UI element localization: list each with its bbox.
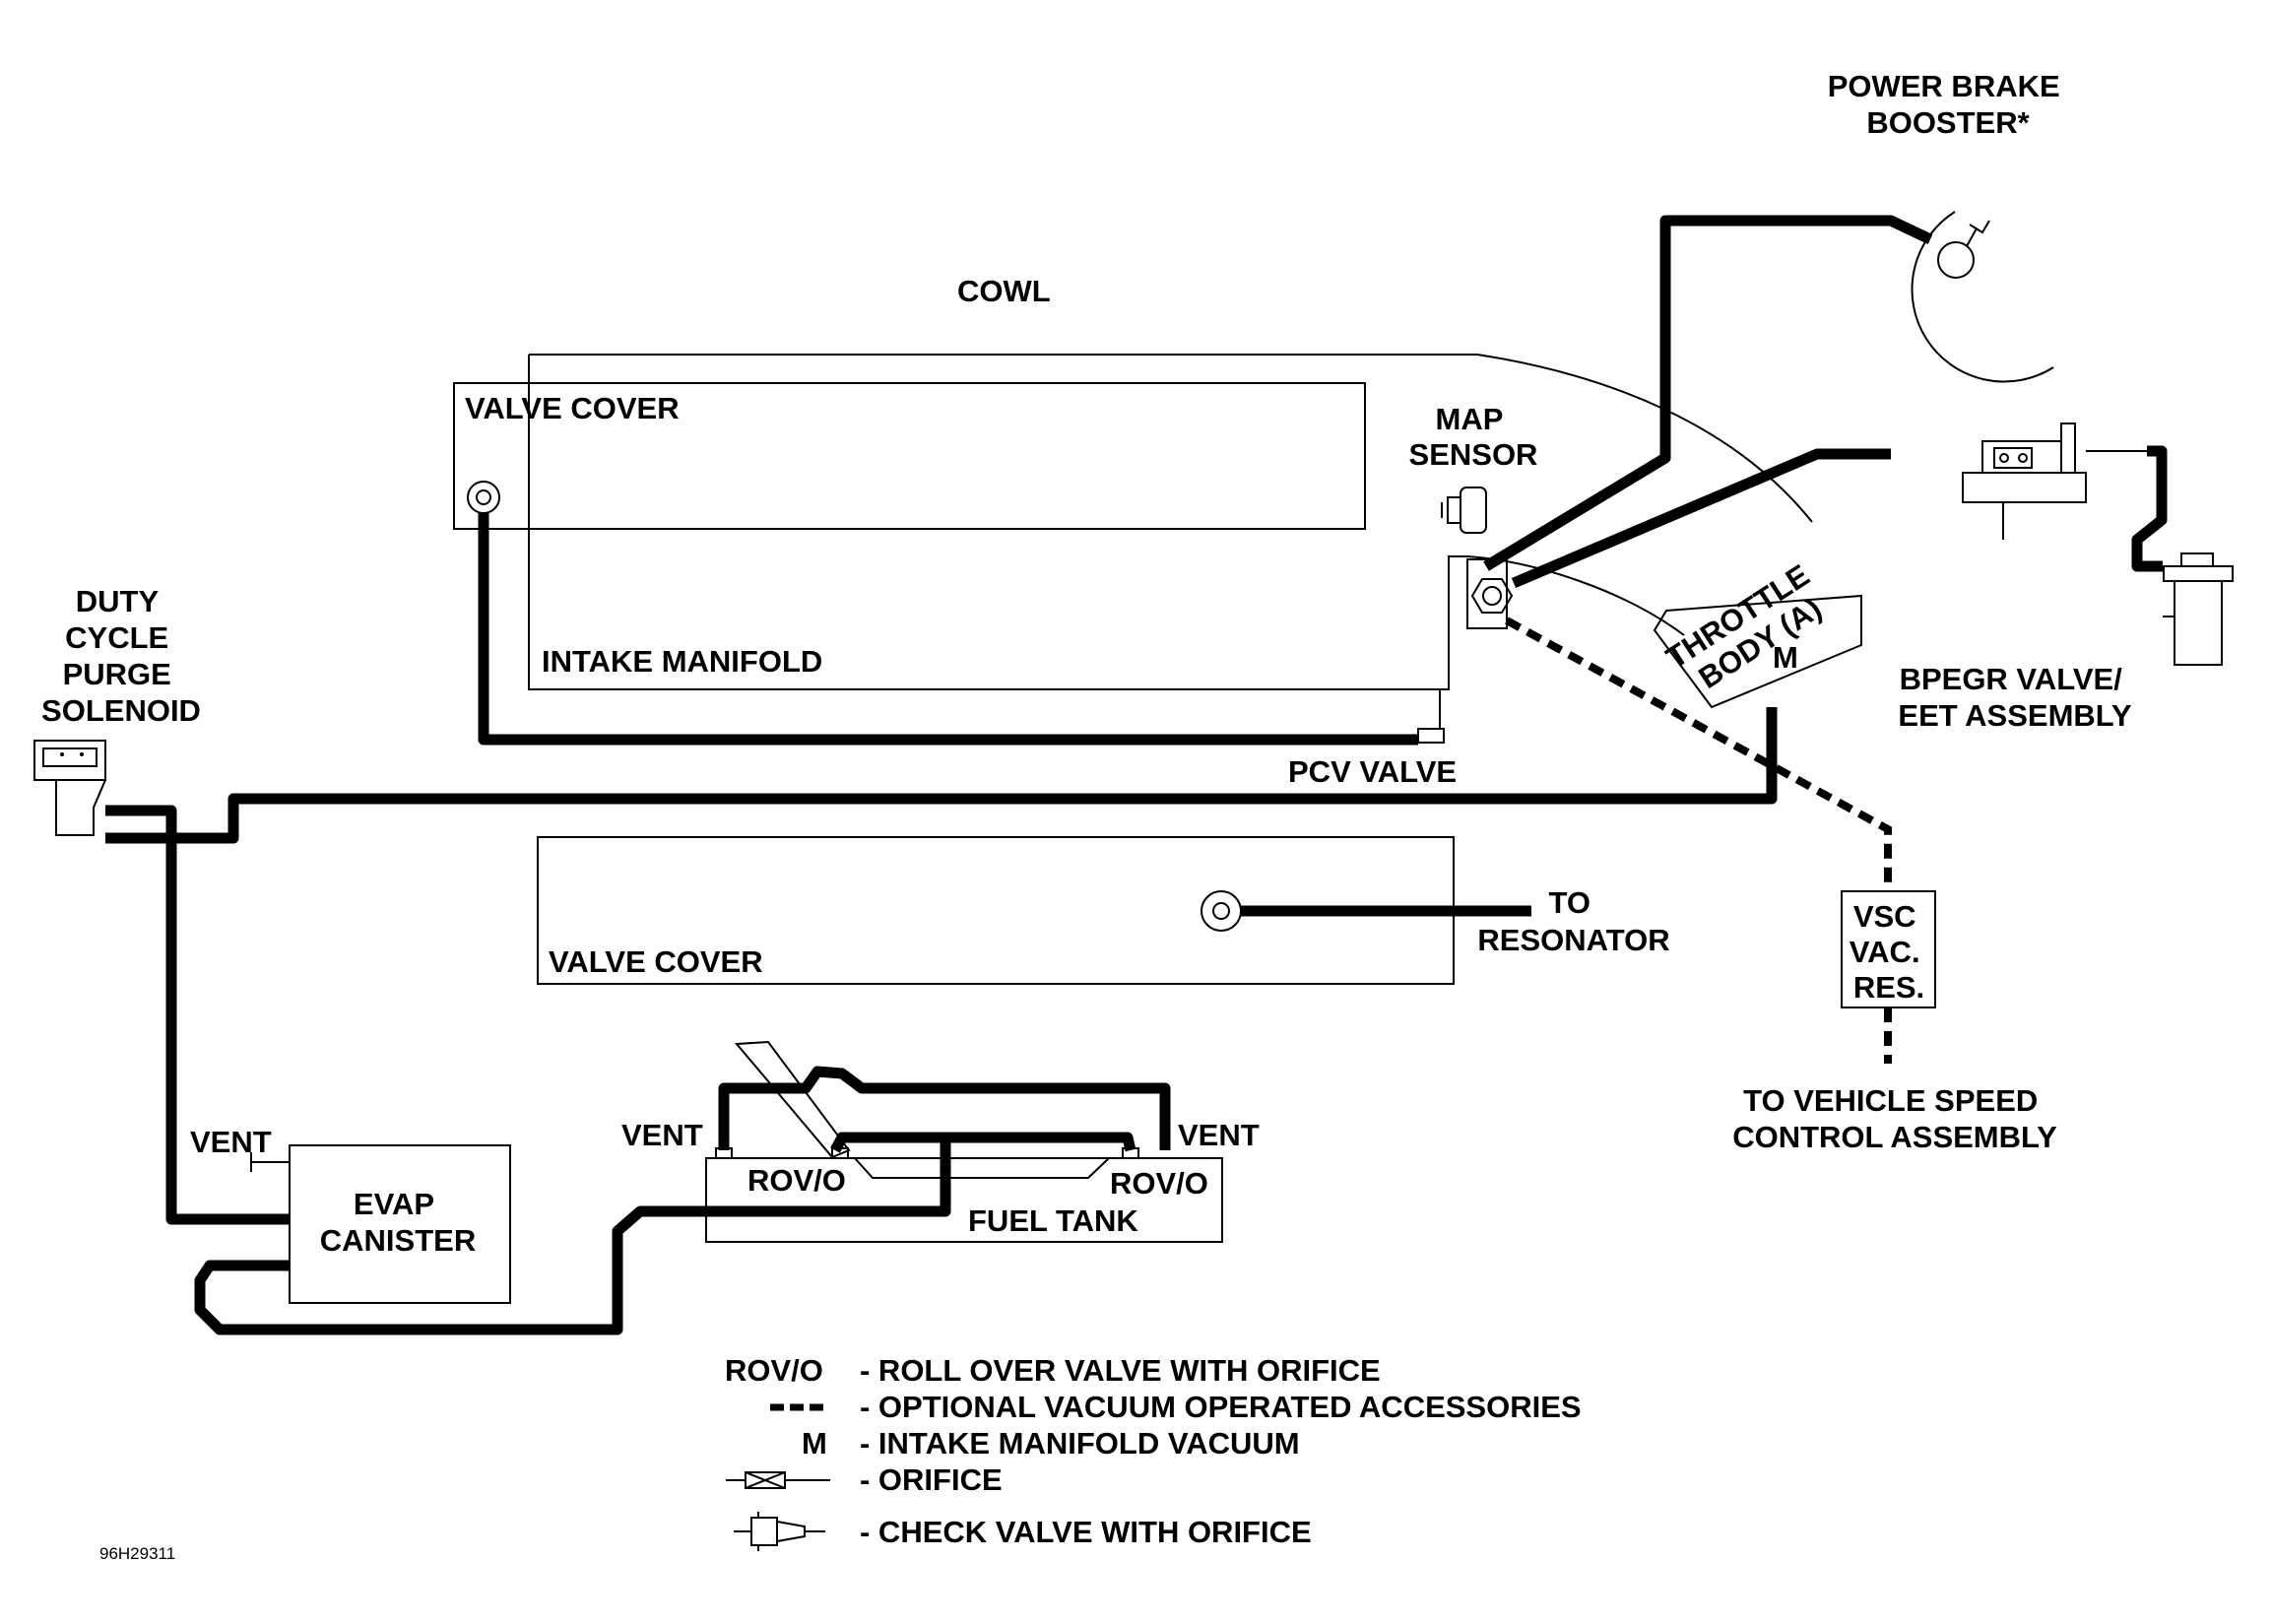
upper-valve-cover-box xyxy=(453,382,1366,530)
throttle-body-label: THROTTLE BODY (A) xyxy=(1660,553,1842,704)
figure-id-label: 96H29311 xyxy=(99,1544,175,1563)
legend-m-symbol: M xyxy=(802,1426,827,1461)
pcv-valve-label: PCV VALVE xyxy=(1288,754,1457,789)
legend-dashed-text: - OPTIONAL VACUUM OPERATED ACCESSORIES xyxy=(860,1390,1582,1424)
svg-text:THROTTLE BODY (A): THROTTLE BODY (A) xyxy=(1660,553,1842,704)
hose-pcv-to-valve-cover xyxy=(478,513,1418,746)
evap-canister-label: EVAP CANISTER xyxy=(320,1187,476,1258)
hose-canister-to-fuel-tank xyxy=(194,1142,951,1335)
legend-orifice-text: - ORIFICE xyxy=(860,1462,1003,1497)
legend-rov-symbol: ROV/O xyxy=(725,1353,823,1388)
legend-rov-text: - ROLL OVER VALVE WITH ORIFICE xyxy=(860,1353,1381,1388)
bpegr-valve-label: BPEGR VALVE/ EET ASSEMBLY xyxy=(1898,662,2131,733)
hose-tank-vent-loop xyxy=(718,1066,1171,1150)
lower-valve-cover-label: VALVE COVER xyxy=(549,944,763,979)
hose-manifold-to-purge-solenoid xyxy=(105,707,1778,844)
hose-bpegr-to-eet xyxy=(2131,445,2168,572)
legend-check-valve-icon xyxy=(734,1512,825,1551)
purge-solenoid-icon xyxy=(33,740,106,836)
hose-rov-left-to-right xyxy=(830,1132,1136,1153)
fuel-tank-label: FUEL TANK xyxy=(968,1203,1138,1238)
hose-purge-solenoid-upper xyxy=(105,805,290,1225)
pcv-valve-icon xyxy=(1417,728,1445,744)
vsc-vac-res-label: VSC VAC. RES. xyxy=(1850,899,1928,1005)
tank-vent-right-label: VENT xyxy=(1178,1118,1260,1152)
legend-m-text: - INTAKE MANIFOLD VACUUM xyxy=(860,1426,1300,1461)
hose-throttle-to-brake-booster xyxy=(1483,215,1933,571)
upper-valve-cover-label: VALVE COVER xyxy=(465,391,680,425)
legend-check-valve-text: - CHECK VALVE WITH ORIFICE xyxy=(860,1515,1312,1549)
power-brake-booster-icon xyxy=(1911,211,2054,383)
speed-control-label: TO VEHICLE SPEED CONTROL ASSEMBLY xyxy=(1732,1083,2057,1154)
intake-manifold-outline xyxy=(528,355,1467,690)
cowl-label: COWL xyxy=(957,274,1051,308)
tank-vent-left-label: VENT xyxy=(621,1118,703,1152)
lower-valve-cover-port-icon xyxy=(1201,890,1242,932)
power-brake-booster-label: POWER BRAKE BOOSTER* xyxy=(1828,69,2069,140)
rov-left-label: ROV/O xyxy=(747,1163,846,1198)
canister-vent-label: VENT xyxy=(190,1125,272,1159)
hose-throttle-to-bpegr xyxy=(1511,448,1891,589)
bpegr-valve-icon xyxy=(1962,422,2234,666)
upper-valve-cover-port-icon xyxy=(467,481,500,514)
manifold-port-label: M xyxy=(1773,640,1798,675)
to-resonator-label: TO RESONATOR xyxy=(1477,885,1669,957)
legend-orifice-icon xyxy=(726,1471,830,1489)
map-sensor-label: MAP SENSOR xyxy=(1409,402,1538,472)
dashed-line-to-vsc-reservoir xyxy=(1505,617,1892,891)
purge-solenoid-label: DUTY CYCLE PURGE SOLENOID xyxy=(41,584,201,728)
intake-manifold-label: INTAKE MANIFOLD xyxy=(542,644,822,679)
map-sensor-icon xyxy=(1441,487,1487,534)
legend: ROV/O - ROLL OVER VALVE WITH ORIFICE - O… xyxy=(725,1353,1582,1551)
rov-right-label: ROV/O xyxy=(1110,1166,1208,1201)
cowl-outline xyxy=(529,354,1813,523)
